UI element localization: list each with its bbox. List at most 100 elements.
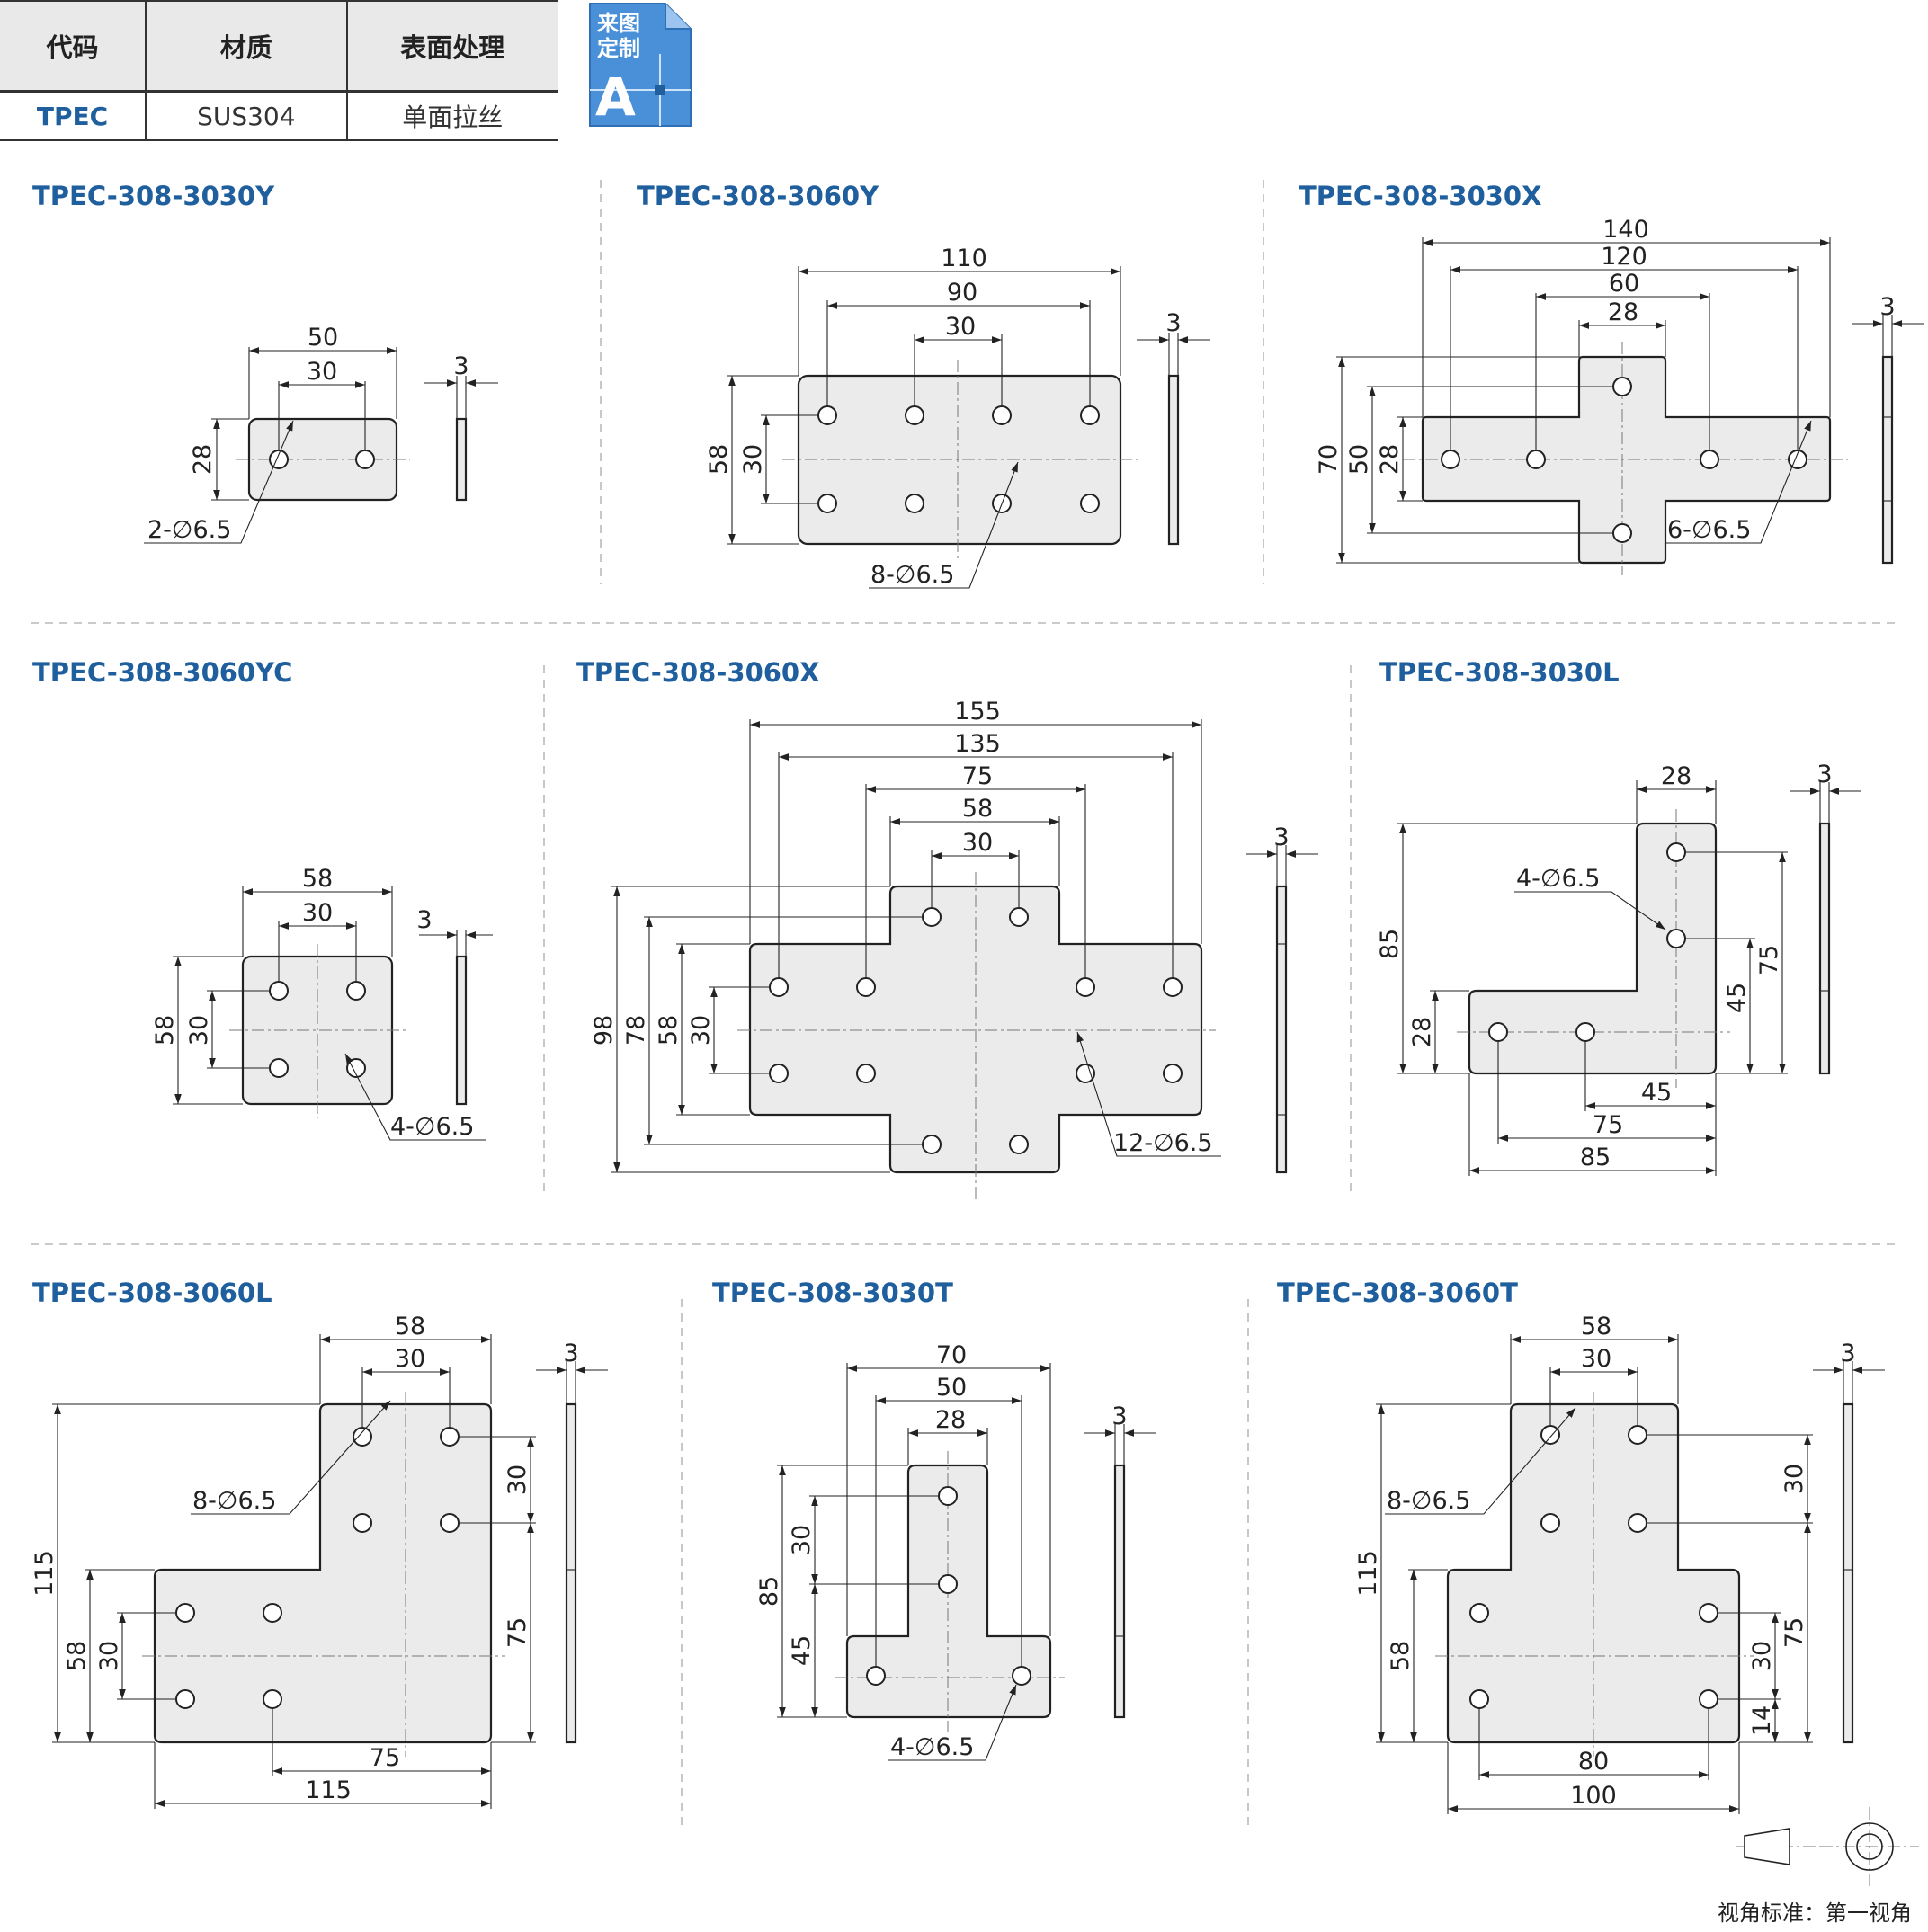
plate-shape xyxy=(153,1402,493,1744)
hole-callout: 8-∅6.5 xyxy=(192,1487,276,1515)
first-angle-projection-icon xyxy=(1736,1807,1919,1886)
mounting-hole xyxy=(1612,377,1632,396)
mounting-hole xyxy=(353,1513,372,1533)
mounting-hole xyxy=(1526,450,1546,469)
hole-callout: 6-∅6.5 xyxy=(1667,516,1751,544)
dim-label: 80 xyxy=(1578,1748,1609,1776)
mounting-hole xyxy=(1469,1603,1489,1623)
dim-label: 98 xyxy=(590,1015,618,1046)
part-3060yc: TPEC-308-3060YC 58 30 58 30 4-∅6.5 3 xyxy=(32,657,493,1141)
dim-label: 115 xyxy=(1354,1550,1382,1597)
dim-label: 155 xyxy=(954,698,1001,726)
mounting-hole xyxy=(856,1064,876,1083)
dim-label: 30 xyxy=(788,1525,816,1555)
mounting-hole xyxy=(175,1603,195,1623)
mounting-hole xyxy=(769,1064,789,1083)
dim-label: 30 xyxy=(307,358,337,386)
mounting-hole xyxy=(1009,907,1029,927)
mounting-hole xyxy=(1080,494,1100,513)
dim-label: 14 xyxy=(1748,1705,1776,1736)
mounting-hole xyxy=(1612,523,1632,543)
part-3060y: TPEC-308-3060Y 110 90 30 58 30 8-∅6.5 3 xyxy=(637,181,1210,589)
dim-label: 30 xyxy=(185,1015,213,1046)
dim-label: 45 xyxy=(788,1635,816,1666)
mounting-hole xyxy=(175,1689,195,1709)
mounting-hole xyxy=(269,981,289,1001)
thickness-label: 3 xyxy=(1111,1402,1127,1430)
header-material: 材质 xyxy=(146,0,348,93)
thickness-label: 3 xyxy=(1816,761,1832,788)
thickness-label: 3 xyxy=(1273,824,1289,851)
mounting-hole xyxy=(922,1135,942,1154)
dim-label: 30 xyxy=(395,1345,425,1373)
hole-callout: 4-∅6.5 xyxy=(390,1113,474,1141)
mounting-hole xyxy=(1163,977,1183,997)
dim-label: 110 xyxy=(941,245,987,272)
mounting-hole xyxy=(355,450,375,469)
side-view xyxy=(1167,374,1180,546)
hole-callout: 12-∅6.5 xyxy=(1113,1129,1213,1157)
part-title: TPEC-308-3030Y xyxy=(32,181,275,211)
badge-line2: 定制 xyxy=(597,36,640,61)
dim-label: 50 xyxy=(308,324,338,352)
part-title: TPEC-308-3060Y xyxy=(637,181,879,211)
mounting-hole xyxy=(1076,1064,1095,1083)
mounting-hole xyxy=(346,981,366,1001)
projection-caption: 视角标准：第一视角 xyxy=(1718,1901,1912,1926)
mounting-hole xyxy=(1441,450,1460,469)
part-title: TPEC-308-3060YC xyxy=(32,657,292,688)
dim-label: 28 xyxy=(1376,444,1404,475)
mounting-hole xyxy=(1575,1022,1595,1042)
dim-label: 58 xyxy=(705,444,733,475)
mounting-hole xyxy=(1699,1603,1718,1623)
dim-label: 28 xyxy=(1408,1017,1436,1047)
spec-table: 代码 材质 表面处理 TPEC SUS304 单面拉丝 xyxy=(0,0,558,141)
thickness-label: 3 xyxy=(563,1340,578,1367)
dim-label: 140 xyxy=(1602,216,1649,244)
part-title: TPEC-308-3030X xyxy=(1299,181,1541,211)
hole-callout: 4-∅6.5 xyxy=(890,1733,974,1761)
mounting-hole xyxy=(922,907,942,927)
part-3030t: TPEC-308-3030T 70 50 28 85 30 45 4-∅6.5 … xyxy=(712,1278,1156,1761)
hole-callout: 8-∅6.5 xyxy=(1387,1487,1470,1515)
side-view xyxy=(455,417,468,502)
plate-shape xyxy=(797,374,1122,546)
side-view xyxy=(1113,1464,1126,1719)
mounting-hole xyxy=(905,494,924,513)
mounting-hole xyxy=(1080,405,1100,425)
dim-label: 75 xyxy=(1755,945,1783,975)
mounting-hole xyxy=(1469,1689,1489,1709)
dim-label: 28 xyxy=(189,444,217,475)
mounting-hole xyxy=(817,405,837,425)
dim-label: 85 xyxy=(1580,1144,1611,1171)
dim-label: 50 xyxy=(936,1374,967,1402)
dim-label: 115 xyxy=(305,1776,352,1804)
dim-label: 28 xyxy=(935,1406,966,1434)
badge-line1: 来图 xyxy=(597,11,640,36)
header-code: 代码 xyxy=(0,0,147,93)
part-3030x: TPEC-308-3030X 140 120 60 28 70 50 28 6-… xyxy=(1299,181,1924,575)
cell-material: SUS304 xyxy=(146,91,348,141)
dim-label: 58 xyxy=(1387,1641,1415,1671)
dim-label: 30 xyxy=(1581,1345,1611,1373)
dim-label: 115 xyxy=(31,1550,58,1597)
badge-letter: A xyxy=(595,67,636,128)
dim-label: 30 xyxy=(739,444,767,475)
part-3030y: TPEC-308-3030Y 50 30 28 2-∅6.5 3 xyxy=(32,181,498,544)
part-title: TPEC-308-3060T xyxy=(1277,1278,1518,1308)
part-3060l: TPEC-308-3060L 58 30 115 58 30 30 75 xyxy=(31,1278,608,1809)
dim-label: 58 xyxy=(962,795,993,823)
spec-table-header-row: 代码 材质 表面处理 xyxy=(0,0,558,93)
dim-label: 30 xyxy=(504,1465,531,1495)
cell-surface: 单面拉丝 xyxy=(346,91,558,141)
dim-label: 58 xyxy=(655,1015,683,1046)
mounting-hole xyxy=(817,494,837,513)
dim-label: 85 xyxy=(755,1576,783,1607)
thickness-label: 3 xyxy=(416,906,432,934)
mounting-hole xyxy=(856,977,876,997)
mounting-hole xyxy=(263,1603,282,1623)
dim-label: 78 xyxy=(622,1015,650,1046)
mounting-hole xyxy=(1628,1425,1647,1445)
mounting-hole xyxy=(992,405,1012,425)
dim-label: 60 xyxy=(1609,270,1639,298)
